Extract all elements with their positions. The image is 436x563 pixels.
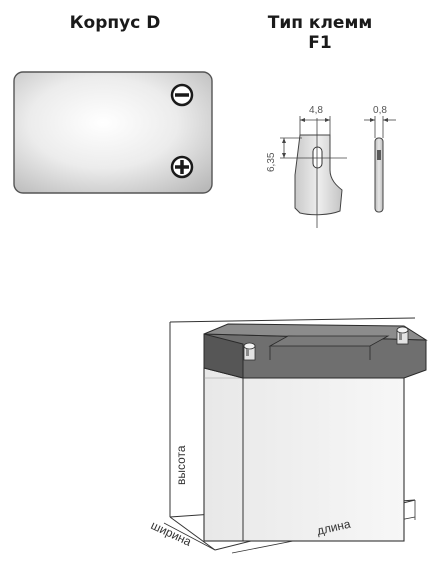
case-type-heading: Корпус D	[40, 13, 190, 33]
case-type-title: Корпус D	[69, 13, 161, 33]
case-top-view	[13, 71, 213, 194]
minus-terminal-icon	[170, 83, 194, 107]
battery-negative-post	[243, 342, 256, 361]
plus-terminal-icon	[170, 155, 194, 179]
terminal-height-label: 6,35	[266, 152, 277, 172]
terminal-thickness-label: 0,8	[373, 105, 387, 116]
terminal-type-heading: Тип клемм F1	[265, 13, 375, 53]
terminal-side-view	[374, 137, 384, 213]
terminal-drawing: 4,8 6,35 0,8	[266, 105, 396, 228]
terminal-type-title: Тип клемм	[267, 13, 373, 33]
height-axis-label: высота	[174, 445, 188, 485]
terminal-front-view	[294, 134, 343, 216]
battery-3d-view: высота ширина длина	[149, 317, 428, 554]
width-axis-label: ширина	[149, 518, 194, 549]
terminal-type-code: F1	[308, 33, 332, 53]
battery-positive-post	[396, 326, 409, 345]
terminal-width-label: 4,8	[309, 105, 323, 116]
